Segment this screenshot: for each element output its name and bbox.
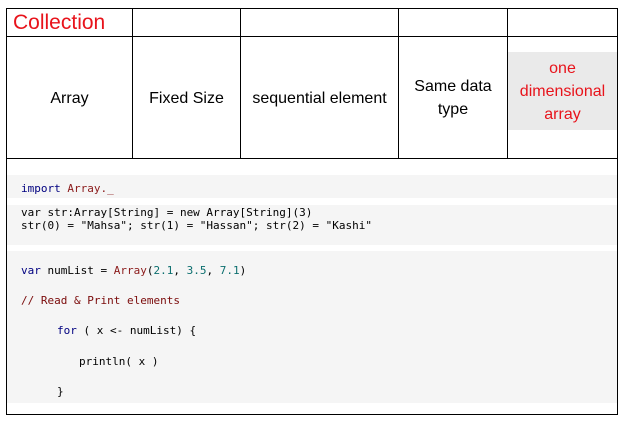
code-line-close-brace: } bbox=[57, 385, 64, 398]
code-keyword: var bbox=[21, 264, 41, 277]
header-one-dim-line3: array bbox=[544, 105, 581, 123]
code-number: 7.1 bbox=[219, 264, 240, 277]
code-gap bbox=[7, 198, 617, 205]
header-same-data-line1: Same data bbox=[414, 78, 492, 95]
header-sequential-label: sequential element bbox=[252, 89, 387, 107]
code-text: , bbox=[173, 264, 187, 277]
code-keyword: for bbox=[57, 324, 77, 337]
column-divider-4 bbox=[507, 8, 508, 159]
code-line-println: println( x ) bbox=[79, 355, 159, 368]
header-one-dimensional-array: one dimensional array bbox=[508, 52, 617, 130]
header-same-data-type: Same data type bbox=[399, 37, 507, 159]
column-divider-2 bbox=[240, 8, 241, 159]
code-text: ( bbox=[146, 264, 154, 277]
code-line-assign: str(0) = "Mahsa"; str(1) = "Hassan"; str… bbox=[21, 219, 372, 232]
header-sequential-element: sequential element bbox=[241, 37, 398, 159]
header-same-data-line2: type bbox=[437, 101, 469, 118]
table-border-right bbox=[617, 8, 618, 415]
column-divider-1 bbox=[132, 8, 133, 159]
code-keyword: import bbox=[21, 182, 61, 195]
code-block: import Array._ var str:Array[String] = n… bbox=[7, 175, 617, 403]
code-line-for: for ( x <- numList) { bbox=[57, 324, 196, 337]
header-array-label: Array bbox=[50, 89, 89, 107]
table-row-divider-2 bbox=[6, 158, 618, 159]
page-title: Collection bbox=[13, 11, 106, 34]
code-text: ) bbox=[239, 264, 247, 277]
code-line-comment: // Read & Print elements bbox=[21, 294, 180, 307]
table-border-bottom bbox=[6, 414, 618, 415]
code-number: 3.5 bbox=[186, 264, 207, 277]
code-text: , bbox=[206, 264, 220, 277]
code-line-numlist: var numList = Array(2.1, 3.5, 7.1) bbox=[21, 264, 246, 277]
header-one-dim-line1: one bbox=[549, 59, 576, 77]
table-border-top bbox=[6, 8, 618, 9]
code-line-import: import Array._ bbox=[21, 182, 114, 195]
header-fixed-size: Fixed Size bbox=[133, 37, 240, 159]
code-text: ( x <- numList) { bbox=[76, 324, 197, 337]
table-border-left bbox=[6, 8, 7, 415]
code-type: Array bbox=[113, 264, 147, 277]
table-row-divider bbox=[6, 36, 618, 37]
header-fixed-size-label: Fixed Size bbox=[149, 89, 224, 107]
code-text: numList = bbox=[40, 264, 114, 277]
code-line-var-str: var str:Array[String] = new Array[String… bbox=[21, 206, 313, 219]
code-gap-2 bbox=[7, 245, 617, 251]
header-array: Array bbox=[7, 37, 132, 159]
header-one-dim-line2: dimensional bbox=[519, 82, 606, 100]
code-text: Array._ bbox=[60, 182, 114, 195]
code-number: 2.1 bbox=[153, 264, 174, 277]
column-divider-3 bbox=[398, 8, 399, 159]
